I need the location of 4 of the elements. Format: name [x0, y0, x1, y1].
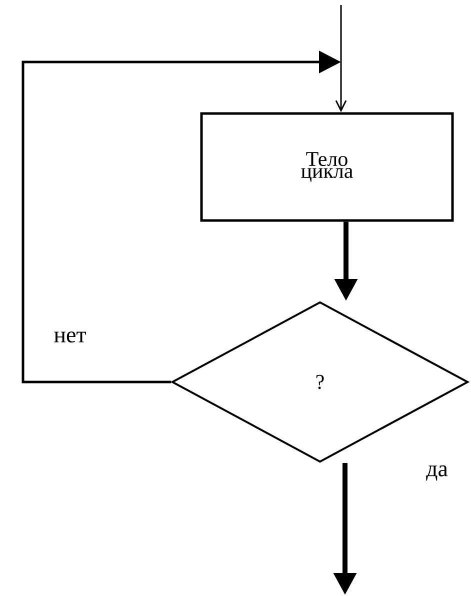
- arrow: [335, 5, 347, 112]
- edge-label: нет: [52, 330, 88, 344]
- process-box: Тело цикла: [200, 112, 454, 222]
- edge-label: да: [425, 464, 449, 482]
